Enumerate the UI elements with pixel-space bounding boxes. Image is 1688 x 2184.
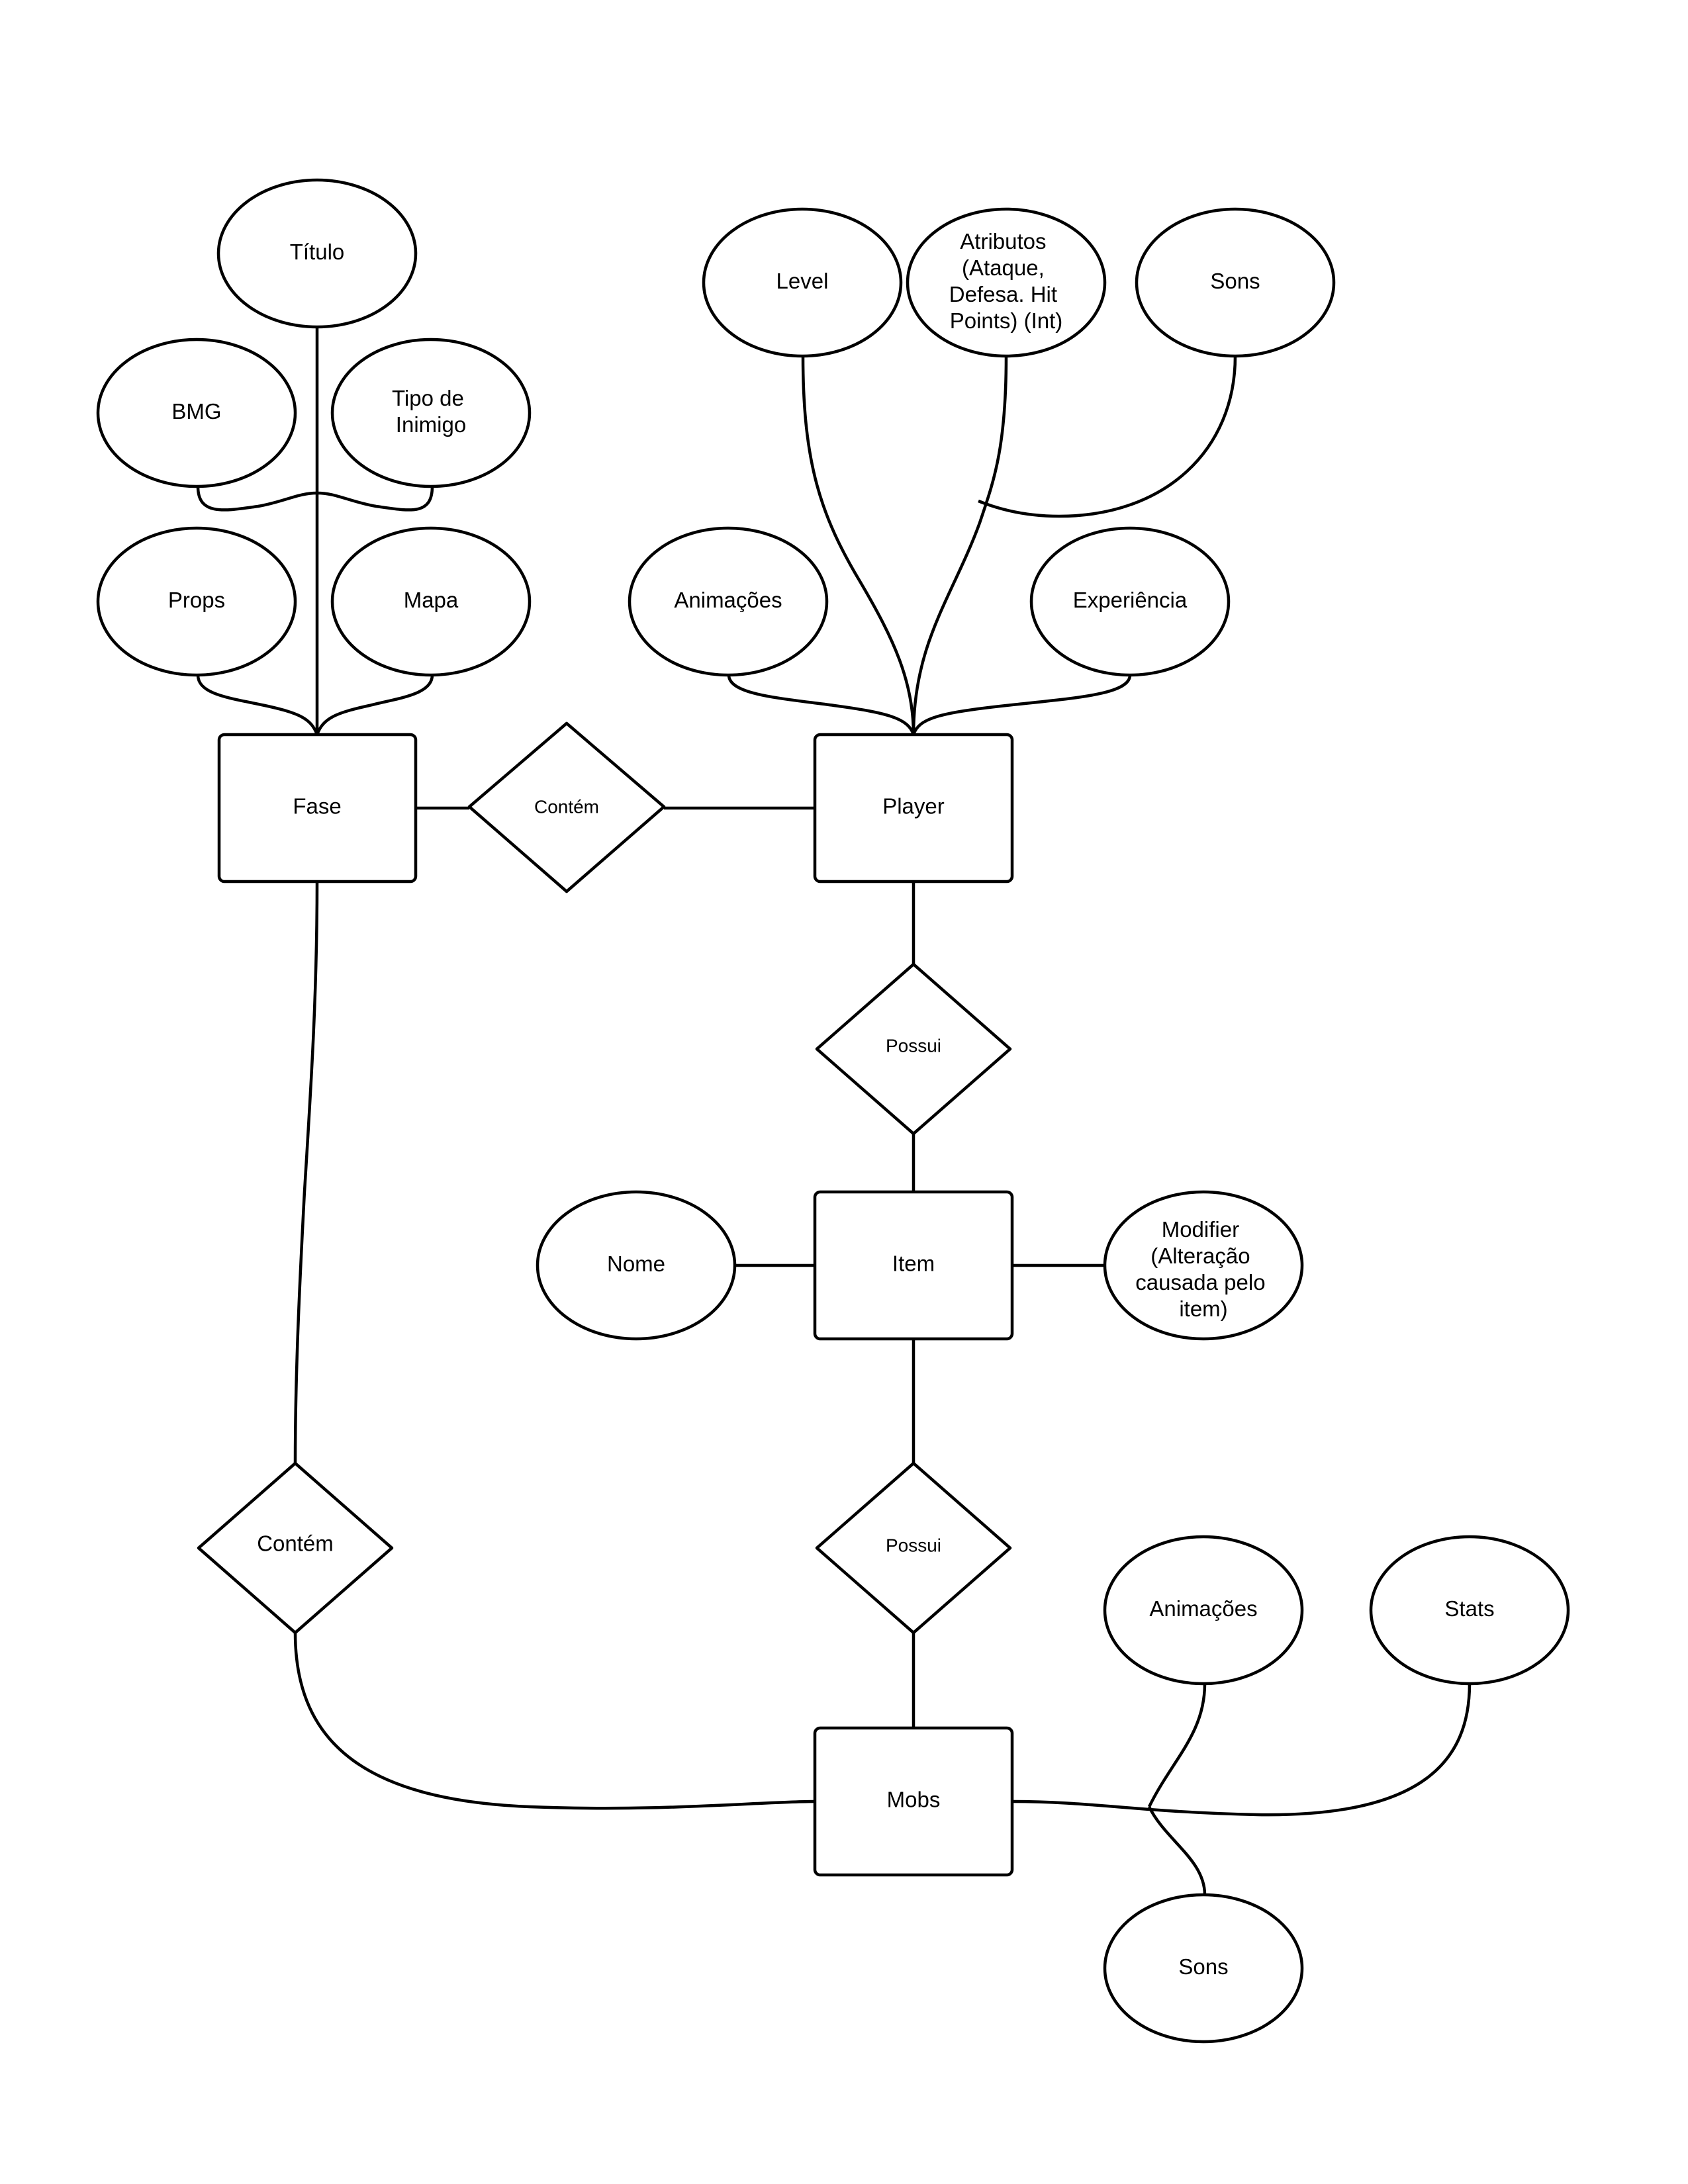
attribute-stats[interactable]: Stats xyxy=(1369,1535,1570,1686)
attribute-label: Stats xyxy=(1444,1596,1494,1621)
attribute-animacoes-player[interactable]: Animações xyxy=(628,526,829,677)
svg-text:Animações: Animações xyxy=(674,588,782,612)
edge-contem2-mobs xyxy=(293,1632,816,1810)
attribute-label-line: item) xyxy=(1179,1297,1227,1321)
svg-text:Modifier (Alteração: Modifier (Alteração causada pelo item) xyxy=(1135,1217,1272,1321)
attribute-label-line: Inimigo xyxy=(396,412,466,437)
entity-label: Item xyxy=(892,1251,935,1276)
svg-text:Props: Props xyxy=(168,588,225,612)
entity-label: Mobs xyxy=(887,1788,941,1812)
attribute-nome[interactable]: Nome xyxy=(536,1190,737,1341)
svg-text:Mapa: Mapa xyxy=(404,588,459,612)
attribute-sons-player[interactable]: Sons xyxy=(1135,207,1336,358)
attribute-label: Animações xyxy=(674,588,782,612)
svg-text:Título: Título xyxy=(290,240,345,264)
svg-text:Experiência: Experiência xyxy=(1073,588,1188,612)
entity-label: Fase xyxy=(293,794,341,819)
relationship-label: Possui xyxy=(886,1535,941,1555)
attribute-titulo[interactable]: Título xyxy=(216,178,418,329)
attribute-animacoes-mobs[interactable]: Animações xyxy=(1103,1535,1304,1686)
attribute-label-line: Points) (Int) xyxy=(950,308,1063,333)
svg-text:Atributos (Ataque,: Atributos (Ataque, Defesa. Hit Points) (… xyxy=(949,229,1063,333)
edge-props-fase xyxy=(196,674,319,735)
attribute-label: Props xyxy=(168,588,225,612)
attribute-tipo-de-inimigo[interactable]: Tipo de Inimigo xyxy=(330,338,532,488)
attribute-label: Sons xyxy=(1210,269,1260,293)
connectors xyxy=(196,327,1472,1895)
svg-text:BMG: BMG xyxy=(171,399,221,424)
svg-text:Nome: Nome xyxy=(607,1251,665,1276)
svg-text:Level: Level xyxy=(776,269,829,293)
attribute-label-line: Defesa. Hit xyxy=(949,282,1057,306)
attribute-experiencia[interactable]: Experiência xyxy=(1029,526,1231,677)
edge-level-player xyxy=(801,355,915,735)
attribute-label: Level xyxy=(776,269,829,293)
edge-sons-atributos xyxy=(978,355,1237,518)
attribute-level[interactable]: Level xyxy=(702,207,903,358)
attribute-label: Animações xyxy=(1149,1596,1257,1621)
relationship-possui-item-mobs[interactable]: Possui xyxy=(815,1461,1012,1635)
svg-text:Sons: Sons xyxy=(1178,1954,1228,1979)
attribute-label: Nome xyxy=(607,1251,665,1276)
entity-player[interactable]: Player xyxy=(813,733,1014,884)
relationship-label: Contém xyxy=(257,1531,334,1556)
attribute-label-line: (Ataque, xyxy=(962,255,1045,280)
relationship-label: Possui xyxy=(886,1035,941,1056)
attribute-label: Sons xyxy=(1178,1954,1228,1979)
attribute-bmg[interactable]: BMG xyxy=(96,338,297,488)
attribute-label-line: (Alteração xyxy=(1150,1244,1250,1268)
relationship-contem-fase-player[interactable]: Contém xyxy=(467,721,666,893)
attribute-label-line: Atributos xyxy=(960,229,1046,253)
edge-animacoes-player xyxy=(727,674,915,735)
edge-mapa-fase xyxy=(315,674,434,735)
attribute-modifier[interactable]: Modifier (Alteração causada pelo item) xyxy=(1103,1190,1304,1341)
attribute-sons-mobs[interactable]: Sons xyxy=(1103,1893,1304,2044)
svg-text:Stats: Stats xyxy=(1444,1596,1494,1621)
relationship-label: Contém xyxy=(534,796,599,817)
edge-junction-sons2 xyxy=(1147,1806,1207,1895)
edge-experiencia-player xyxy=(912,674,1132,735)
edge-mobs-stats xyxy=(1011,1683,1472,1817)
edge-animacoes2-junction xyxy=(1147,1683,1207,1807)
attribute-label: BMG xyxy=(171,399,221,424)
relationship-contem-fase-mobs[interactable]: Contém xyxy=(197,1461,394,1635)
svg-text:Tipo de Inimigo: Tipo de Inimigo xyxy=(392,386,470,437)
svg-text:Sons: Sons xyxy=(1210,269,1260,293)
entity-fase[interactable]: Fase xyxy=(217,733,418,884)
entity-mobs[interactable]: Mobs xyxy=(813,1726,1014,1877)
attribute-atributos[interactable]: Atributos (Ataque, Defesa. Hit Points) (… xyxy=(906,207,1107,358)
edge-atributos-player xyxy=(912,355,1008,735)
attribute-label: Título xyxy=(290,240,345,264)
entity-item[interactable]: Item xyxy=(813,1190,1014,1341)
attribute-label: Experiência xyxy=(1073,588,1188,612)
attribute-props[interactable]: Props xyxy=(96,526,297,677)
attribute-mapa[interactable]: Mapa xyxy=(330,526,532,677)
edge-fase-contem2 xyxy=(293,881,319,1464)
edge-bmg-tipo-link xyxy=(196,486,434,512)
attribute-label: Mapa xyxy=(404,588,459,612)
attribute-label-line: Tipo de xyxy=(392,386,464,410)
attribute-label-line: causada pelo xyxy=(1135,1270,1265,1295)
svg-text:Animações: Animações xyxy=(1149,1596,1257,1621)
relationship-possui-player-item[interactable]: Possui xyxy=(815,962,1012,1136)
attribute-label-line: Modifier xyxy=(1162,1217,1239,1242)
entity-label: Player xyxy=(882,794,945,819)
